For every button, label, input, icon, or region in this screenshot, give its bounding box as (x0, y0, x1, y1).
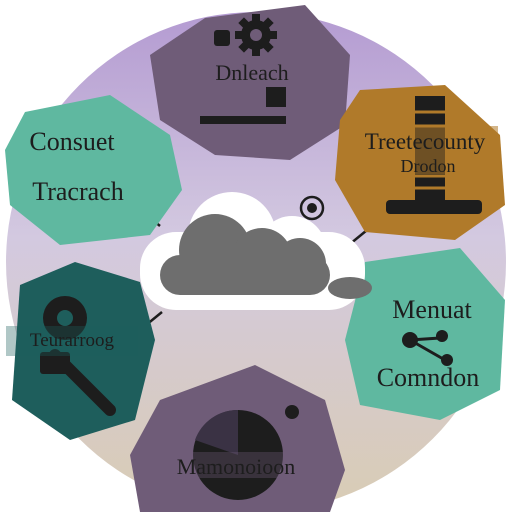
node-top-right[interactable]: Treetecounty Drodon (335, 85, 505, 240)
device-icon (200, 87, 286, 124)
wrench-gear-icon (40, 296, 116, 416)
node-right-lower-label-2: Comndon (377, 363, 480, 392)
node-right-lower[interactable]: Menuat Comndon (345, 248, 505, 420)
target-ring-icon (299, 195, 325, 221)
node-left-lower-label: Teurarroog (30, 330, 115, 351)
node-left-upper-label-1: Consuet (29, 127, 115, 156)
cloud-icon (160, 214, 372, 299)
node-bottom-label: Mamonoioon (177, 454, 296, 479)
node-left-lower[interactable]: Teurarroog (6, 262, 155, 440)
node-top-right-label-2: Drodon (401, 156, 456, 176)
node-right-lower-label-1: Menuat (392, 295, 472, 324)
node-left-upper[interactable]: Consuet Tracrach (5, 95, 182, 245)
node-bottom[interactable]: Mamonoioon (130, 365, 345, 512)
gear-icon-small (214, 30, 230, 46)
pie-chart-icon (193, 409, 283, 500)
gear-icon (235, 14, 277, 56)
node-top-label: Dnleach (215, 60, 288, 85)
node-left-upper-label-2: Tracrach (32, 177, 123, 206)
node-top[interactable]: Dnleach (150, 5, 350, 160)
dot-icon (285, 405, 299, 419)
node-top-right-label-1: Treetecounty (365, 129, 486, 154)
network-nodes-icon (402, 330, 453, 366)
center-cloud[interactable] (140, 192, 372, 310)
